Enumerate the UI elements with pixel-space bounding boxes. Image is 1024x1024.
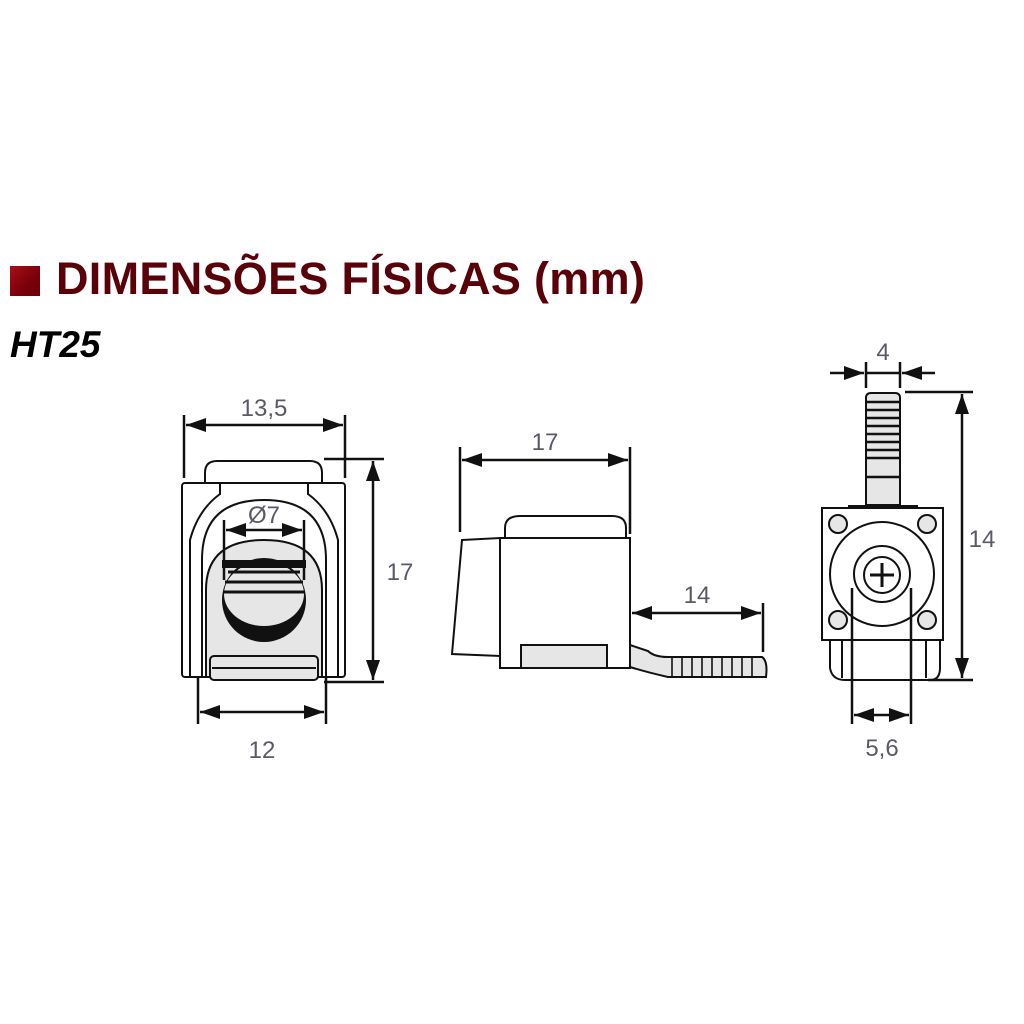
- side-view: [450, 515, 768, 678]
- dim-side-length: 17: [532, 429, 559, 456]
- section-heading: DIMENSÕES FÍSICAS (mm): [10, 256, 645, 301]
- front-view: [181, 460, 346, 681]
- end-view: [821, 392, 944, 681]
- bullet-square-icon: [10, 265, 40, 296]
- dim-front-height: 17: [387, 559, 414, 586]
- side-dimensions: [458, 447, 765, 652]
- model-name: HT25: [10, 324, 101, 365]
- front-dimensions: [182, 415, 384, 724]
- dim-tab-length: 14: [684, 582, 711, 609]
- dim-pin-width: 4: [876, 339, 889, 366]
- section-title: DIMENSÕES FÍSICAS (mm): [56, 253, 646, 304]
- dim-hole-diameter: Ø7: [248, 502, 280, 529]
- end-dimensions: [830, 362, 973, 724]
- dim-front-width-bottom: 12: [249, 737, 276, 764]
- dim-front-width-top: 13,5: [241, 395, 288, 422]
- dim-end-height: 14: [969, 526, 996, 553]
- dim-slot-width: 5,6: [865, 735, 898, 762]
